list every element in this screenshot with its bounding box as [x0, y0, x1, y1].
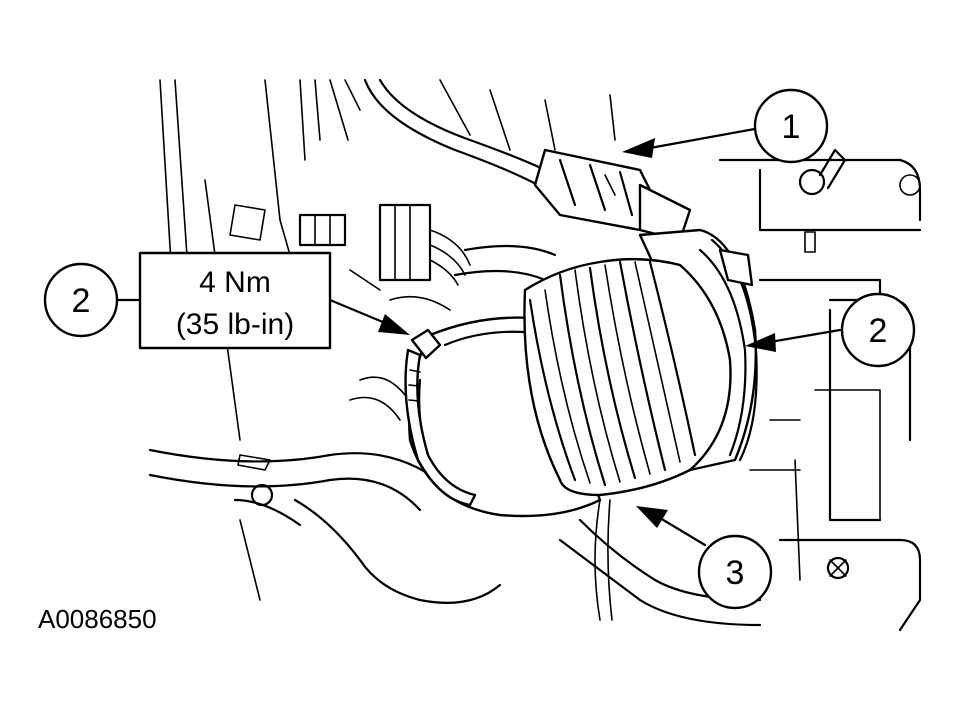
callout-3-circle — [697, 534, 773, 610]
callout-3-number: 3 — [726, 554, 745, 592]
air-intake-duct — [407, 257, 732, 518]
callout-2-right: 2 — [840, 292, 916, 368]
callout-2-left: 2 — [43, 262, 119, 338]
callout-1-number: 1 — [782, 108, 801, 146]
callout-1: 1 — [753, 88, 829, 164]
callout-2-right-arrow — [745, 333, 776, 352]
callout-leaders — [116, 126, 842, 547]
torque-spec-box: 4 Nm (35 lb-in) — [138, 251, 332, 350]
torque-spec-frame — [138, 251, 332, 350]
callout-3-arrow — [636, 506, 668, 528]
callout-1-arrow — [622, 138, 655, 158]
torque-spec-metric: 4 Nm — [199, 266, 271, 299]
spec-arrow — [378, 314, 410, 335]
callout-2-left-circle — [43, 262, 119, 338]
mass-air-flow-sensor-connector — [533, 148, 692, 242]
callout-1-circle — [753, 88, 829, 164]
callout-2-right-number: 2 — [869, 312, 888, 350]
callout-2-left-number: 2 — [72, 282, 91, 320]
callout-3: 3 — [697, 534, 773, 610]
hose-clamp — [404, 328, 477, 507]
figure-id: A0086850 — [38, 604, 157, 634]
torque-spec-imperial: (35 lb-in) — [176, 308, 294, 341]
callout-2-right-circle — [840, 292, 916, 368]
